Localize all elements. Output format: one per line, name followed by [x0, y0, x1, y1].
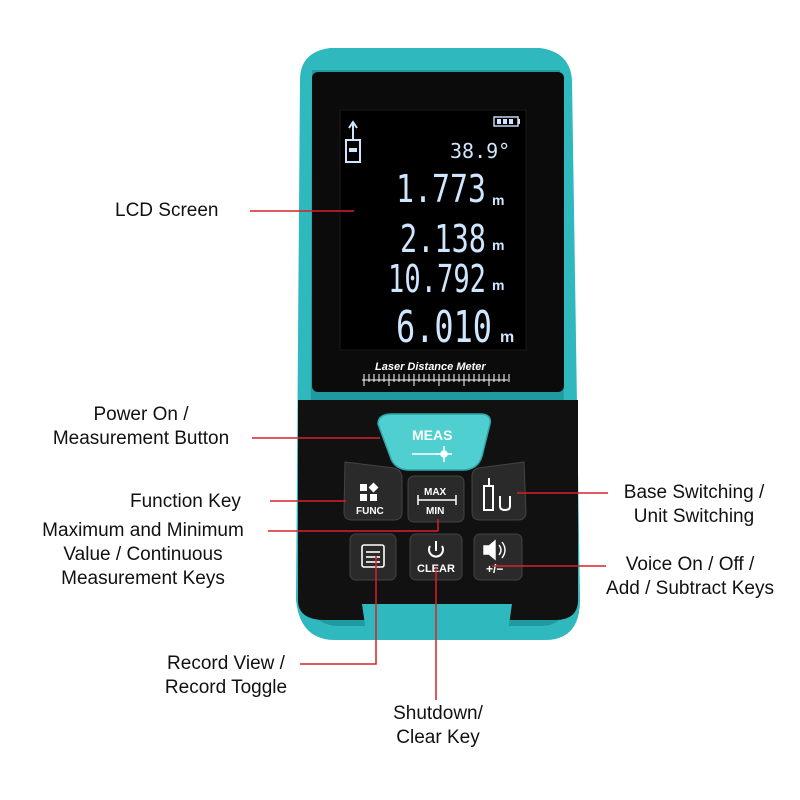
base-line-2: Unit Switching [633, 506, 755, 527]
func-key-label: FUNC [356, 506, 384, 517]
maxmin-label: Maximum and Minimum Value / Continuous M… [14, 519, 272, 591]
shutdown-label: Shutdown/ Clear Key [372, 702, 504, 750]
device-foot [362, 604, 512, 632]
reading-3-value: 10.792 [388, 257, 486, 301]
maxmin-line-2: Value / Continuous [63, 544, 223, 565]
reading-3-unit: m [492, 277, 504, 293]
plus-minus-label: +/− [486, 562, 503, 576]
brand-text: Laser Distance Meter [375, 361, 486, 373]
voice-line-2: Add / Subtract Keys [606, 578, 774, 599]
func-icon [360, 482, 379, 501]
maxmin-line-3: Measurement Keys [61, 568, 225, 589]
lcd-screen [339, 109, 527, 351]
angle-reading: 38.9° [450, 139, 510, 163]
reading-2-value: 2.138 [400, 217, 486, 261]
record-icon [361, 544, 385, 568]
function-key-label: Function Key [130, 491, 241, 512]
base-unit-key[interactable] [471, 461, 527, 521]
base-switching-label: Base Switching / Unit Switching [606, 481, 782, 529]
maxmin-line-1: Maximum and Minimum [42, 520, 244, 541]
reading-4-value: 6.010 [396, 302, 492, 353]
reading-2-unit: m [492, 237, 504, 253]
power-on-line-1: Power On / [93, 404, 189, 425]
power-on-line-2: Measurement Button [52, 428, 230, 449]
lcd-screen-label: LCD Screen [115, 200, 219, 221]
maxmin-key[interactable] [407, 475, 465, 523]
reading-1-unit: m [492, 192, 504, 208]
meas-button[interactable] [377, 413, 492, 471]
voice-label: Voice On / Off / Add / Subtract Keys [588, 553, 792, 601]
reading-4-unit: m [500, 329, 514, 346]
record-line-1: Record View / [167, 653, 285, 674]
base-line-1: Base Switching / [623, 482, 765, 503]
laser-icon [412, 446, 452, 462]
meas-button-label: MEAS [412, 427, 452, 443]
shutdown-line-2: Clear Key [396, 727, 480, 748]
leader-lines [250, 210, 608, 700]
reading-1-value: 1.773 [396, 167, 486, 211]
min-label: MIN [426, 506, 444, 517]
power-icon [428, 541, 444, 558]
speaker-icon [483, 539, 506, 561]
record-label: Record View / Record Toggle [140, 652, 312, 700]
maxmin-icon [417, 495, 457, 505]
shutdown-line-1: Shutdown/ [393, 703, 483, 724]
base-reference-icon [345, 120, 361, 163]
record-line-2: Record Toggle [164, 677, 288, 698]
max-label: MAX [424, 487, 447, 498]
power-on-label: Power On / Measurement Button [30, 403, 252, 451]
voice-line-1: Voice On / Off / [625, 554, 755, 575]
battery-icon [493, 116, 520, 127]
base-unit-icon [483, 478, 511, 512]
